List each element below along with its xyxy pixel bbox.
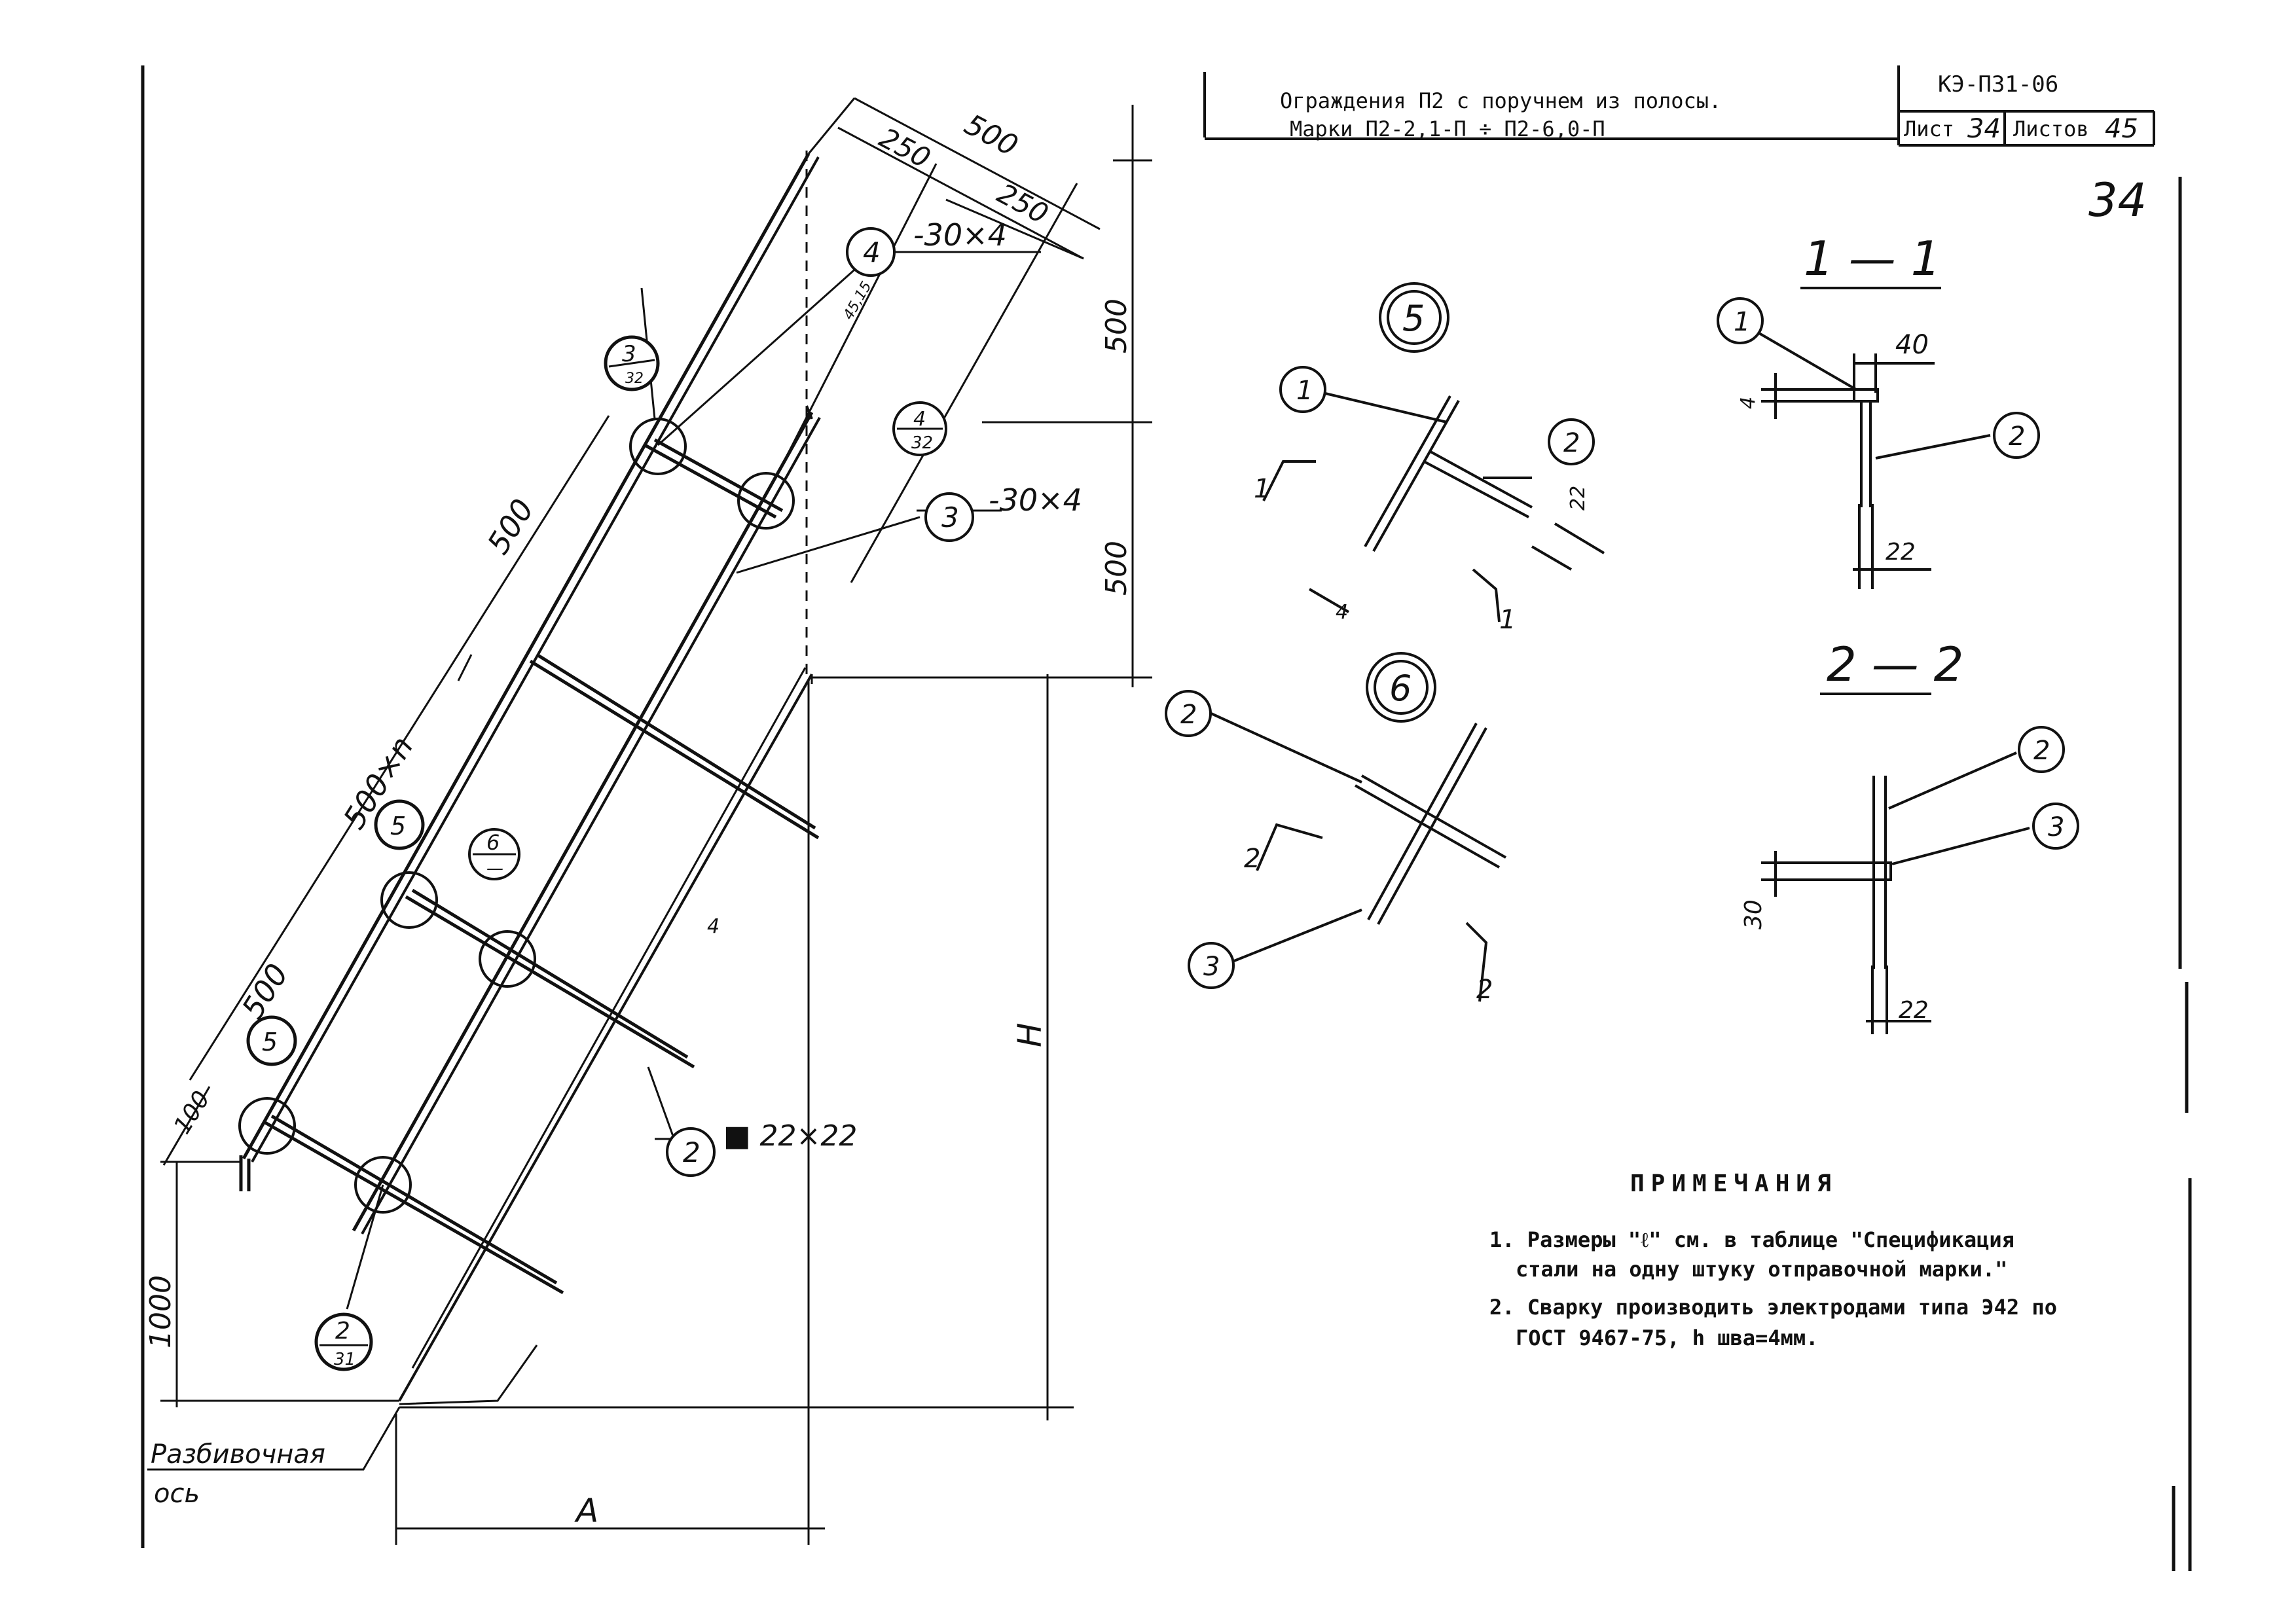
dim-500-side-upper: 500 (1100, 298, 1133, 353)
notes-heading: ПРИМЕЧАНИЯ (1630, 1170, 1838, 1197)
svg-text:3: 3 (622, 341, 636, 367)
section-2-2-part2: 2 (2033, 736, 2050, 766)
detail-ref-2-31: 2 31 (314, 1312, 373, 1371)
detail-5-part1: 1 (1296, 376, 1313, 406)
dim-4-lower: 4 (707, 915, 720, 938)
detail-5-dim-4: 4 (1336, 601, 1348, 624)
dim-500-diag: 500 (481, 493, 541, 560)
section-1-1-dim-22: 22 (1886, 539, 1916, 566)
detail-ref-6: 6 — (468, 828, 520, 880)
detail-6-part2: 2 (1180, 700, 1197, 730)
notes-line-3: 2. Сварку производить электродами типа Э… (1489, 1295, 2057, 1320)
detail-ref-3-32: 3 32 (604, 335, 660, 391)
detail-6: 6 2 3 2 2 (1165, 652, 1506, 1005)
dim-A: A (574, 1492, 598, 1530)
section-1-1-part1: 1 (1734, 307, 1750, 337)
sheet-label: Лист (1904, 117, 1954, 141)
section-2-2-dim-22: 22 (1899, 997, 1929, 1024)
dim-500-side-lower: 500 (1100, 541, 1133, 596)
detail-5-cut-left: 1 (1254, 474, 1270, 504)
section-1-1-label: 1 — 1 (1804, 231, 1941, 286)
railing-main-view (147, 97, 1152, 1545)
svg-text:4: 4 (913, 408, 926, 431)
section-1-1: 1 — 1 1 2 40 4 22 (1717, 231, 2040, 589)
sheets-total: 45 (2105, 114, 2138, 144)
detail-6-part3: 3 (1203, 952, 1220, 982)
main-view-labels: 500 250 250 500 500 500 500×n 500 100 10… (144, 108, 1133, 1530)
detail-5: 5 1 2 4 22 1 1 (1254, 282, 1605, 635)
slope-note: 45,15 (841, 279, 875, 323)
title-line-2: Марки П2-2,1-П ÷ П2-6,0-П (1290, 117, 1605, 141)
detail-5-dim-22: 22 (1567, 486, 1590, 511)
detail-6-id: 6 (1389, 668, 1412, 709)
section-1-1-dim-4: 4 (1737, 397, 1760, 409)
callout-4-num: 4 (863, 236, 881, 268)
section-1-1-dim-40: 40 (1895, 330, 1929, 360)
callout-4-circle (846, 227, 896, 277)
notes-line-1: 1. Размеры "ℓ" см. в таблице "Спецификац… (1489, 1227, 2014, 1252)
svg-text:5: 5 (262, 1028, 278, 1056)
svg-text:32: 32 (911, 433, 933, 453)
dim-500-lower: 500 (235, 958, 295, 1025)
title-block: Ограждения П2 с поручнем из полосы. Марк… (1203, 65, 2155, 227)
drawing-code: КЭ-П31-06 (1938, 71, 2058, 98)
svg-text:—: — (486, 859, 503, 878)
notes-line-4: ГОСТ 9467-75, h шва=4мм. (1516, 1326, 1818, 1350)
notes-line-2: стали на одну штуку отправочной марки." (1516, 1257, 2007, 1282)
sheets-label: Листов (2013, 117, 2089, 141)
svg-text:6: 6 (486, 830, 500, 855)
handwritten-page-number: 34 (2088, 173, 2147, 227)
section-2-2: 2 — 2 2 3 30 22 (1740, 637, 2079, 1034)
callout-3-spec: -30×4 (989, 482, 1082, 518)
dim-1000: 1000 (144, 1275, 177, 1348)
detail-ref-4-32: 4 32 (892, 401, 947, 456)
callout-4-spec: -30×4 (913, 217, 1007, 253)
title-line-1: Ограждения П2 с поручнем из полосы. (1280, 88, 1721, 113)
svg-text:2: 2 (335, 1318, 350, 1344)
detail-5-id: 5 (1402, 298, 1425, 339)
section-2-2-label: 2 — 2 (1827, 637, 1963, 692)
detail-5-cut-right: 1 (1499, 605, 1516, 635)
frame (141, 65, 2192, 1571)
section-2-2-dim-30: 30 (1740, 899, 1767, 929)
detail-ref-5-lower: 5 (246, 1015, 297, 1066)
detail-5-part2: 2 (1563, 428, 1580, 458)
callout-2-num: 2 (683, 1136, 701, 1168)
section-1-1-part2: 2 (2009, 422, 2025, 452)
section-2-2-part3: 3 (2048, 812, 2064, 842)
svg-text:5: 5 (390, 812, 406, 840)
dim-H: H (1011, 1022, 1049, 1047)
sheet-number: 34 (1967, 114, 2001, 144)
detail-6-cut-right: 2 (1476, 975, 1493, 1005)
svg-text:32: 32 (625, 370, 644, 387)
detail-6-cut-left: 2 (1244, 844, 1260, 874)
callout-2-spec: ■ 22×22 (723, 1119, 857, 1153)
dim-500-top: 500 (959, 108, 1023, 163)
callout-3-circle (924, 492, 974, 542)
notes: ПРИМЕЧАНИЯ 1. Размеры "ℓ" см. в таблице … (1489, 1170, 2057, 1350)
dim-250-a: 250 (874, 122, 936, 175)
axis-label-1: Разбивочная (151, 1439, 325, 1470)
svg-text:31: 31 (334, 1350, 355, 1369)
detail-ref-5-upper: 5 (374, 799, 425, 850)
axis-label-2: ось (154, 1479, 200, 1509)
dim-100: 100 (169, 1087, 215, 1139)
callout-3-num: 3 (941, 501, 959, 533)
callout-2-circle (666, 1127, 716, 1177)
